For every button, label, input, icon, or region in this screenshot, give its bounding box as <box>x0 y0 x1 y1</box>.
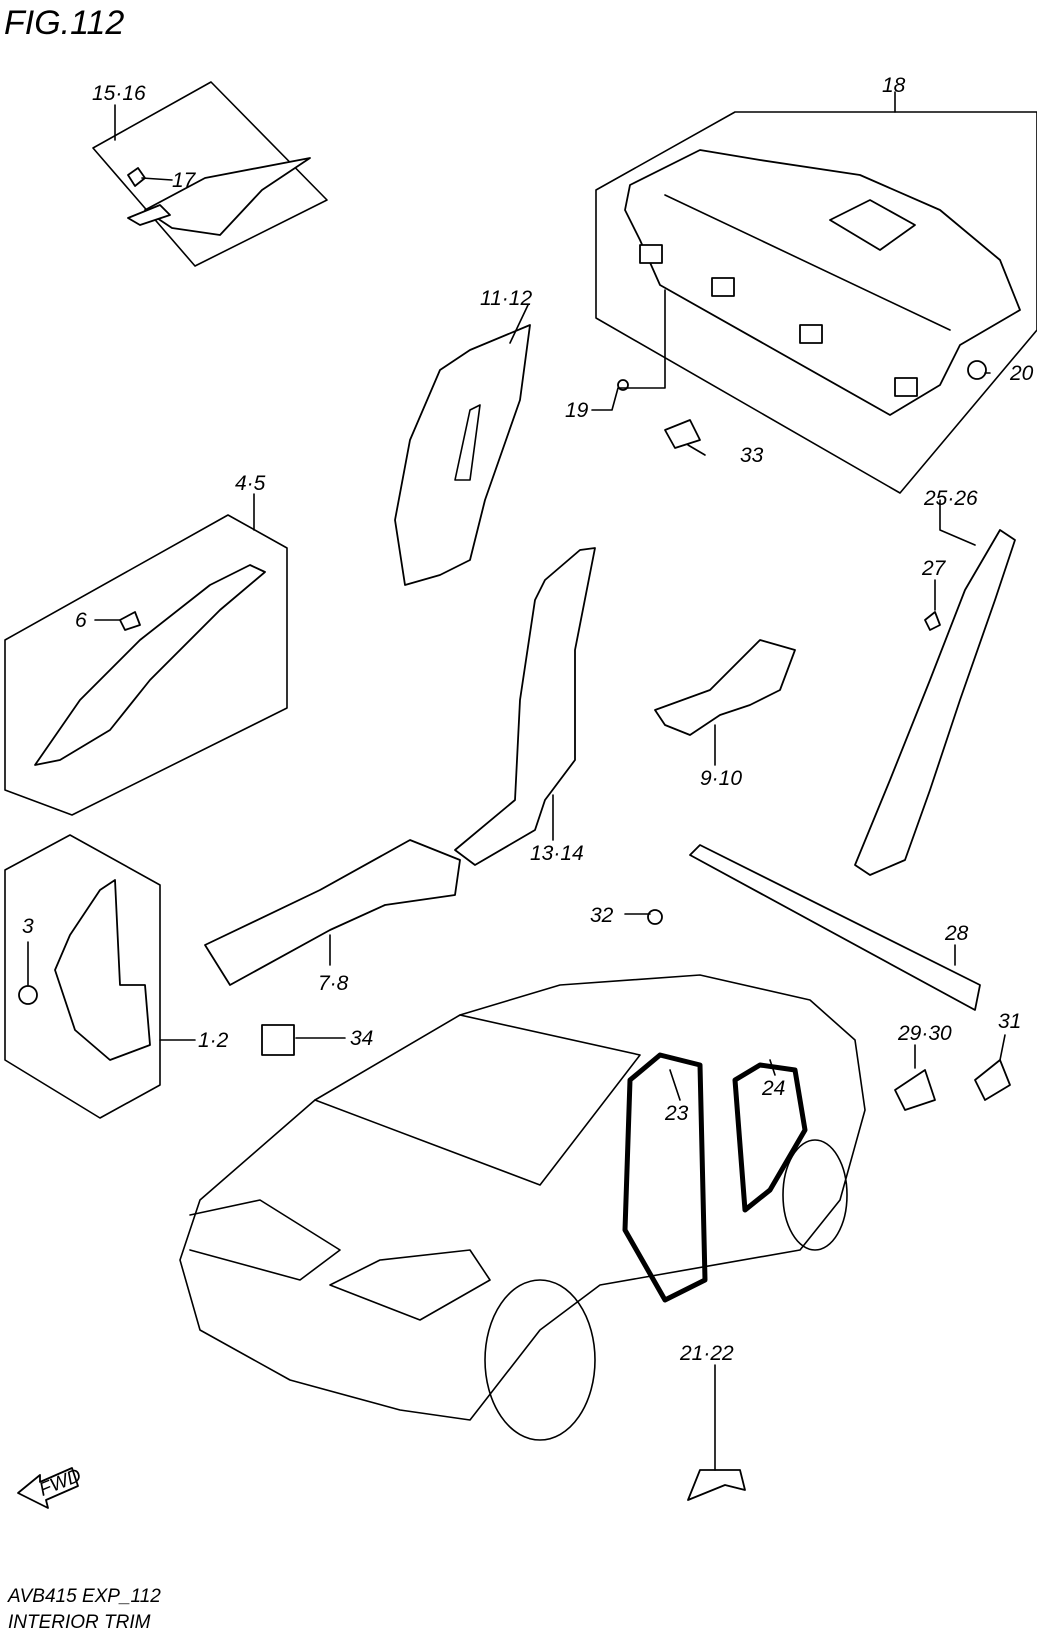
callout-19: 19 <box>565 399 589 422</box>
callout-3: 3 <box>22 915 34 938</box>
callout-13-14: 13·14 <box>530 842 584 865</box>
callout-1-2: 1·2 <box>198 1029 229 1052</box>
callout-25-26: 25·26 <box>923 487 978 510</box>
callout-27: 27 <box>921 557 947 580</box>
pillar-trim-11-12 <box>394 324 531 586</box>
callout-32: 32 <box>590 904 614 927</box>
fwd-arrow-icon: FWD <box>17 1465 85 1509</box>
group-box-15-16 <box>92 81 328 267</box>
callout-7-8: 7·8 <box>318 972 349 995</box>
part-29-30 <box>894 1069 936 1111</box>
kick-panel-1-2 <box>54 879 151 1061</box>
callout-9-10: 9·10 <box>700 767 742 790</box>
screw-32 <box>647 909 663 925</box>
callout-23: 23 <box>664 1102 689 1125</box>
part-31 <box>974 1059 1011 1101</box>
callout-28: 28 <box>944 922 969 945</box>
car-outline <box>179 974 866 1441</box>
callout-17: 17 <box>172 169 197 192</box>
callout-4-5: 4·5 <box>235 472 266 495</box>
part-34 <box>261 1024 295 1056</box>
callout-21-22: 21·22 <box>679 1342 734 1365</box>
callout-15-16: 15·16 <box>92 82 146 105</box>
group-box-1-2 <box>4 834 161 1119</box>
clip-33 <box>664 419 701 449</box>
callout-11-12: 11·12 <box>480 287 532 310</box>
callout-24: 24 <box>761 1077 785 1100</box>
figure-name: INTERIOR TRIM <box>8 1612 151 1633</box>
callout-6: 6 <box>75 609 87 632</box>
figure-code: AVB415 EXP_112 <box>7 1586 161 1607</box>
callout-20: 20 <box>1009 362 1034 385</box>
callout-34: 34 <box>350 1027 373 1050</box>
quarter-trim-15-16 <box>127 157 311 236</box>
clip-27 <box>924 611 941 631</box>
group-box-4-5 <box>4 514 288 816</box>
figure-title: FIG.112 <box>4 4 124 42</box>
callout-33: 33 <box>740 444 764 467</box>
scuff-plate-7-8 <box>204 839 461 986</box>
callout-31: 31 <box>998 1010 1021 1033</box>
callout-18: 18 <box>882 74 906 97</box>
windshield-pillar-trim-4-5 <box>34 564 266 766</box>
group-box-18 <box>595 111 1037 494</box>
trim-9-10 <box>654 639 796 736</box>
pillar-trim-25-26 <box>854 529 1016 876</box>
leader-lines <box>27 91 1006 1471</box>
clip-3 <box>18 985 38 1005</box>
fwd-label: FWD <box>36 1465 84 1501</box>
rear-parcel-shelf-18 <box>617 149 1021 416</box>
callout-29-30: 29·30 <box>897 1022 952 1045</box>
center-pillar-trim-13-14 <box>454 547 596 866</box>
trim-28 <box>689 844 981 1011</box>
grab-handle-21-22 <box>687 1469 746 1501</box>
